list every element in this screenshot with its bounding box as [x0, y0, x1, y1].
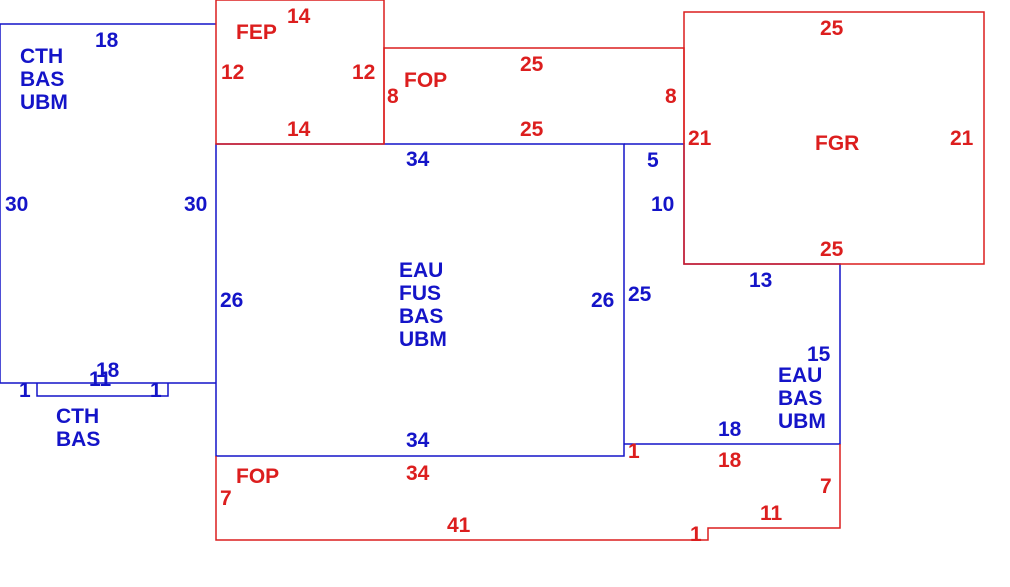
fop-north-top-dim: 25 [520, 53, 544, 76]
cth-main-top-dim: 18 [95, 29, 119, 52]
cth-small-left-dim: 1 [19, 379, 31, 402]
fop-north-right-dim: 8 [665, 85, 677, 108]
cth-main-code-3: UBM [20, 91, 68, 114]
cth-small-outline [36, 383, 169, 397]
fgr-bottom-dim: 25 [820, 238, 844, 261]
fep-top-dim: 14 [287, 5, 311, 28]
east-wing-step-dim: 1 [628, 440, 640, 463]
fep-right-dim: 12 [352, 61, 375, 84]
fgr-area: FGR 25 21 21 25 [683, 11, 985, 265]
cth-main-outline [0, 23, 216, 384]
main-code-3: BAS [399, 305, 443, 328]
cth-main-code-1: CTH [20, 45, 63, 68]
cth-main-right-dim: 30 [184, 193, 207, 216]
main-outline [215, 143, 625, 457]
cth-small-right-dim: 1 [150, 379, 162, 402]
fop-south-right-dim: 7 [820, 475, 832, 498]
fgr-code: FGR [815, 132, 859, 155]
cth-small-code-2: BAS [56, 428, 100, 451]
main-top-dim: 34 [406, 148, 430, 171]
fop-south-outline [215, 444, 841, 541]
east-wing-left-dim: 25 [628, 283, 652, 306]
cth-main-bottom-dim: 18 [96, 359, 120, 382]
cth-small-top-dim: 11 [89, 368, 112, 391]
fep-left-dim: 12 [221, 61, 244, 84]
fop-south-top-dim: 34 [406, 462, 430, 485]
main-code-2: FUS [399, 282, 441, 305]
fop-south-code: FOP [236, 465, 279, 488]
fgr-left-dim: 21 [688, 127, 712, 150]
fep-code: FEP [236, 21, 277, 44]
fep-bottom-dim: 14 [287, 118, 311, 141]
cth-main-code-2: BAS [20, 68, 64, 91]
fgr-top-dim: 25 [820, 17, 844, 40]
main-area: EAU FUS BAS UBM 34 26 26 34 [215, 143, 625, 457]
fop-south-left-dim: 7 [220, 487, 232, 510]
cth-main-left-dim: 30 [5, 193, 28, 216]
fep-area: FEP 14 12 12 14 [215, 0, 385, 145]
main-bottom-dim: 34 [406, 429, 430, 452]
main-right-dim: 26 [591, 289, 614, 312]
east-wing-bottom-dim: 18 [718, 418, 742, 441]
east-wing-code-2: BAS [778, 387, 822, 410]
fop-north-left-dim: 8 [387, 85, 399, 108]
cth-main-area: CTH BAS UBM 18 30 30 18 [0, 23, 216, 384]
fgr-outline [683, 11, 985, 265]
east-wing-area: EAU BAS UBM 5 10 13 15 25 18 [624, 143, 841, 445]
main-left-dim: 26 [220, 289, 243, 312]
fop-north-area: FOP 25 8 8 25 [383, 47, 685, 144]
east-wing-right-a-dim: 10 [651, 193, 674, 216]
cth-small-code-1: CTH [56, 405, 99, 428]
east-wing-top-b-dim: 13 [749, 269, 772, 292]
fgr-right-dim: 21 [950, 127, 974, 150]
main-code-1: EAU [399, 259, 443, 282]
fop-south-right-top-dim: 18 [718, 449, 742, 472]
fop-south-bottom-right-dim: 11 [760, 502, 783, 525]
main-code-4: UBM [399, 328, 447, 351]
east-wing-right-b-dim: 15 [807, 343, 831, 366]
fop-south-area: FOP 34 7 18 7 11 1 41 1 [215, 440, 841, 546]
cth-small-area: CTH BAS 11 1 1 [19, 368, 169, 451]
fop-north-bottom-dim: 25 [520, 118, 544, 141]
fop-south-bottom-dim: 41 [447, 514, 471, 537]
east-wing-code-3: UBM [778, 410, 826, 433]
east-wing-top-a-dim: 5 [647, 149, 659, 172]
fop-north-code: FOP [404, 69, 447, 92]
fop-south-step-dim: 1 [690, 523, 702, 546]
east-wing-code-1: EAU [778, 364, 822, 387]
